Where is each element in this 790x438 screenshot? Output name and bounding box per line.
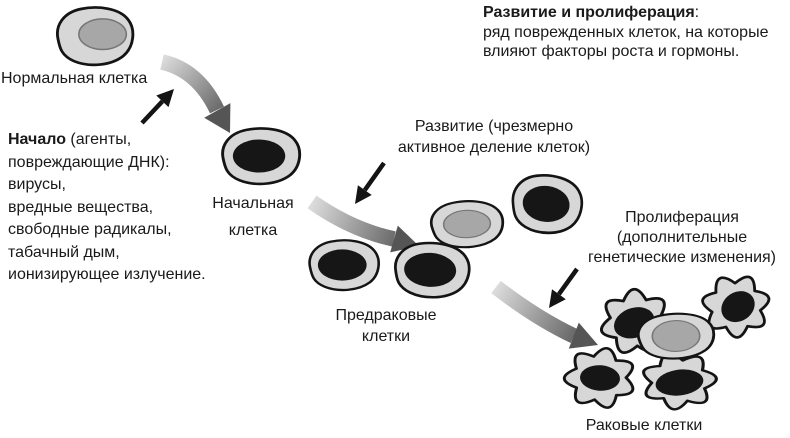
development-proliferation-body: ряд поврежденных клеток, на которые влия… xyxy=(483,23,769,61)
cancer-cell-gray xyxy=(634,310,718,362)
normal-cell-nucleus xyxy=(78,18,128,51)
gradient-arrow-proliferation xyxy=(491,280,598,349)
proliferation-note: Пролиферация (дополнительные генетически… xyxy=(587,209,777,266)
cancer-cell-1 xyxy=(696,266,779,345)
precancer-cell-gray xyxy=(428,198,506,250)
precancer-cell-1-nucleus xyxy=(317,249,367,281)
initiation-note-title-line: Начало (агенты, xyxy=(8,129,258,152)
precancer-cell-gray-nucleus xyxy=(442,209,492,239)
initial-cell-label: Начальная клетка xyxy=(212,195,294,239)
initial-cell xyxy=(221,127,302,186)
gradient-arrow-initiation-head xyxy=(204,103,231,133)
initiation-note-body: повреждающие ДНК): вирусы, вредные вещес… xyxy=(8,153,206,284)
pointer-arrow-proliferation xyxy=(549,267,579,308)
initiation-note-title-rest: (агенты, xyxy=(65,131,132,148)
precancer-cell-1 xyxy=(308,239,380,292)
cancer-cell-3 xyxy=(554,337,649,420)
cancer-cell-gray-nucleus xyxy=(651,320,701,352)
cancer-cell-4 xyxy=(640,349,722,413)
initial-cell-nucleus xyxy=(232,139,286,173)
precancer-cell-2 xyxy=(391,239,473,301)
gradient-arrow-development-band xyxy=(307,195,396,247)
cancer-cell-1-nucleus xyxy=(721,291,755,323)
cancer-cells-label: Раковые клетки xyxy=(585,417,703,434)
precancer-cells-label: Предраковые клетки xyxy=(335,307,437,345)
development-note: Развитие (чрезмерно активное деление кле… xyxy=(397,118,591,156)
development-proliferation-title-line: Развитие и пролиферация: xyxy=(483,3,788,23)
precancer-cell-2-nucleus xyxy=(404,252,457,287)
precancer-cell-3-nucleus xyxy=(522,185,570,222)
cancer-cell-4-nucleus xyxy=(655,369,704,396)
initiation-note: Начало (агенты, повреждающие ДНК): вирус… xyxy=(8,129,258,287)
normal-cell xyxy=(55,6,135,67)
gradient-arrow-initiation xyxy=(159,54,231,133)
normal-cell-label: Нормальная клетка xyxy=(1,70,148,87)
development-proliferation-colon: : xyxy=(694,4,700,21)
initiation-note-title: Начало xyxy=(8,131,66,148)
pointer-arrow-development xyxy=(355,161,386,204)
gradient-arrow-proliferation-head xyxy=(568,322,598,349)
development-proliferation-note: Развитие и пролиферация: ряд поврежденны… xyxy=(483,3,788,62)
precancer-cell-3 xyxy=(508,170,586,238)
gradient-arrow-initiation-band xyxy=(159,54,224,114)
pointer-arrow-initiation xyxy=(140,89,174,125)
gradient-arrow-proliferation-band xyxy=(491,280,578,344)
cancer-cell-3-nucleus xyxy=(580,365,620,391)
development-proliferation-title: Развитие и пролиферация xyxy=(483,4,695,21)
